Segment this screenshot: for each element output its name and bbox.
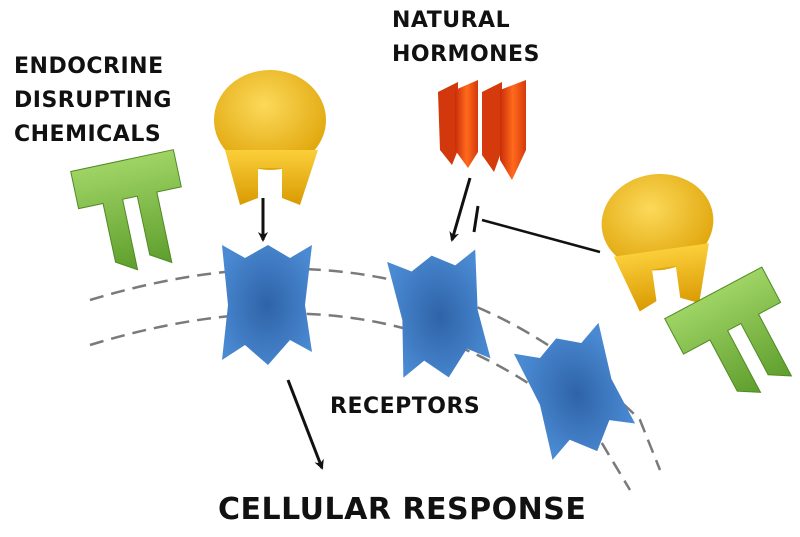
arrow-hormone-to-receptor xyxy=(449,177,472,242)
cellular-response-label: CELLULAR RESPONSE xyxy=(218,492,587,527)
inhibition-bar xyxy=(472,205,480,233)
edc-label-line2: DISRUPTING xyxy=(14,88,172,113)
natural-hormone-molecule xyxy=(438,80,526,180)
arrow-to-cellular-response xyxy=(286,379,324,470)
edc-label-line1: ENDOCRINE xyxy=(14,54,164,79)
inhibition-line xyxy=(481,218,601,254)
receptor-right xyxy=(513,322,636,460)
edc-yellow-molecule-left xyxy=(214,70,326,205)
receptor-left xyxy=(222,245,312,365)
natural-label-line2: HORMONES xyxy=(392,42,540,67)
receptor-center xyxy=(387,249,491,378)
natural-hormones-label: NATURAL HORMONES xyxy=(392,4,540,72)
edc-label-line3: CHEMICALS xyxy=(14,122,162,147)
natural-label-line1: NATURAL xyxy=(392,8,511,33)
edc-label: ENDOCRINE DISRUPTING CHEMICALS xyxy=(14,50,172,152)
receptors-label: RECEPTORS xyxy=(330,394,481,419)
edc-green-molecule-right xyxy=(664,266,793,393)
edc-green-molecule-left xyxy=(70,149,182,271)
edc-yellow-molecule-right xyxy=(601,174,714,312)
